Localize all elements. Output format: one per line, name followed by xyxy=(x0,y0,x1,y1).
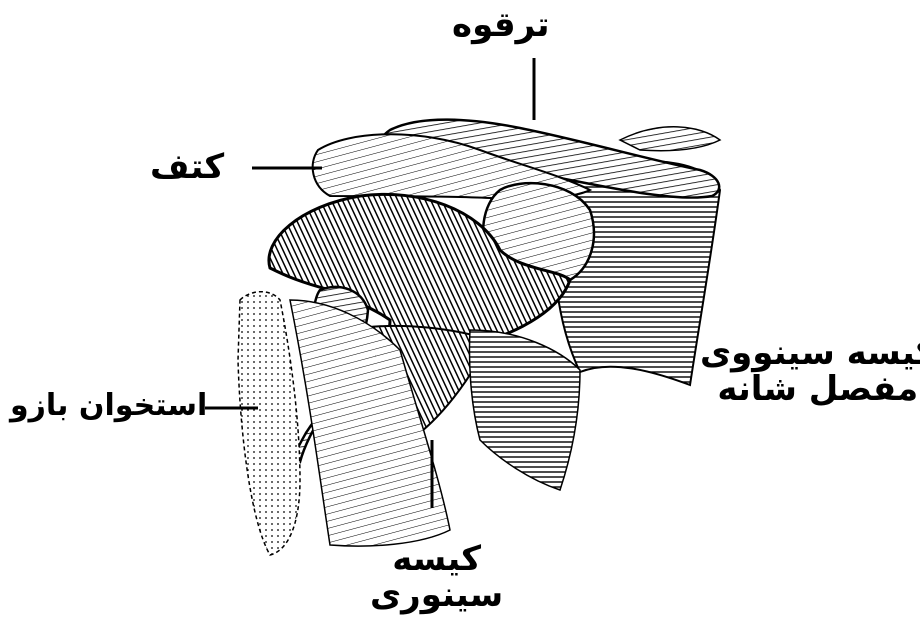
label-shoulder-joint-bursa: کیسه سینووی مفصل شانه xyxy=(700,336,920,407)
label-shoulder-joint-bursa-line1: کیسه سینووی xyxy=(700,336,920,372)
label-clavicle: ترقوه xyxy=(452,8,550,44)
label-scapula: کتف xyxy=(150,150,224,186)
label-humerus: استخوان بازو xyxy=(10,390,207,422)
label-synovial-bursa-line2: سینوری xyxy=(370,578,503,614)
label-synovial-bursa: کیسه سینوری xyxy=(370,542,503,613)
label-synovial-bursa-line1: کیسه xyxy=(370,542,503,578)
label-shoulder-joint-bursa-line2: مفصل شانه xyxy=(700,372,920,408)
